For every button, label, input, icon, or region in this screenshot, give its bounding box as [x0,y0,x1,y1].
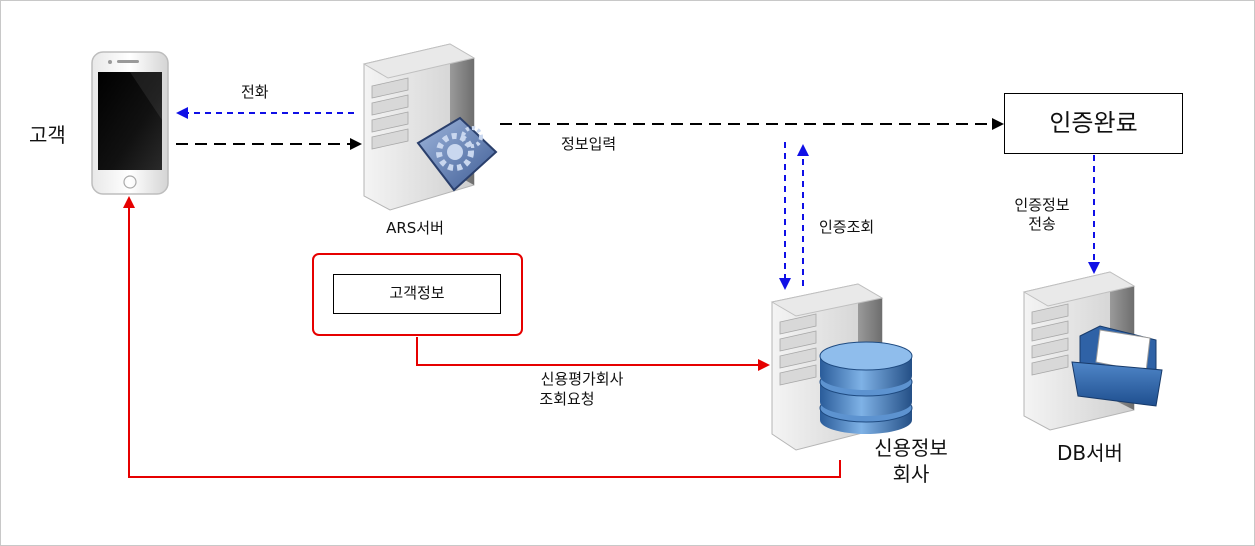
smartphone-icon [91,51,169,195]
credit-company-label-line1: 신용정보 [874,436,948,460]
database-server-icon [770,283,913,451]
db-server-label: DB서버 [1057,441,1123,465]
info-input-label: 정보입력 [561,135,617,153]
credit-request-label-line1: 신용평가회사 [540,370,624,388]
credit-request-label-line2: 조회요청 [539,390,595,408]
gear-icon [416,116,498,192]
folder-icon [1071,325,1163,407]
credit-company-label-line2: 회사 [892,462,930,486]
credit-request-arrow [416,337,770,371]
auth-complete-label: 인증완료 [1049,109,1138,137]
auth-info-send-label-line1: 인증정보 [1014,196,1070,214]
db-server-icon [1022,271,1163,431]
auth-info-send-label-line2: 전송 [1028,215,1056,233]
ars-server-icon [362,43,498,211]
auth-inquiry-label: 인증조회 [819,218,875,236]
call-label: 전화 [241,83,269,101]
credit-return-arrow [123,196,841,478]
auth-complete-box [1004,93,1183,154]
customer-info-box [333,274,501,314]
ars-server-label: ARS서버 [386,219,444,237]
database-icon [819,341,913,434]
customer-info-label: 고객정보 [389,284,445,302]
customer-label: 고객 [29,123,66,147]
